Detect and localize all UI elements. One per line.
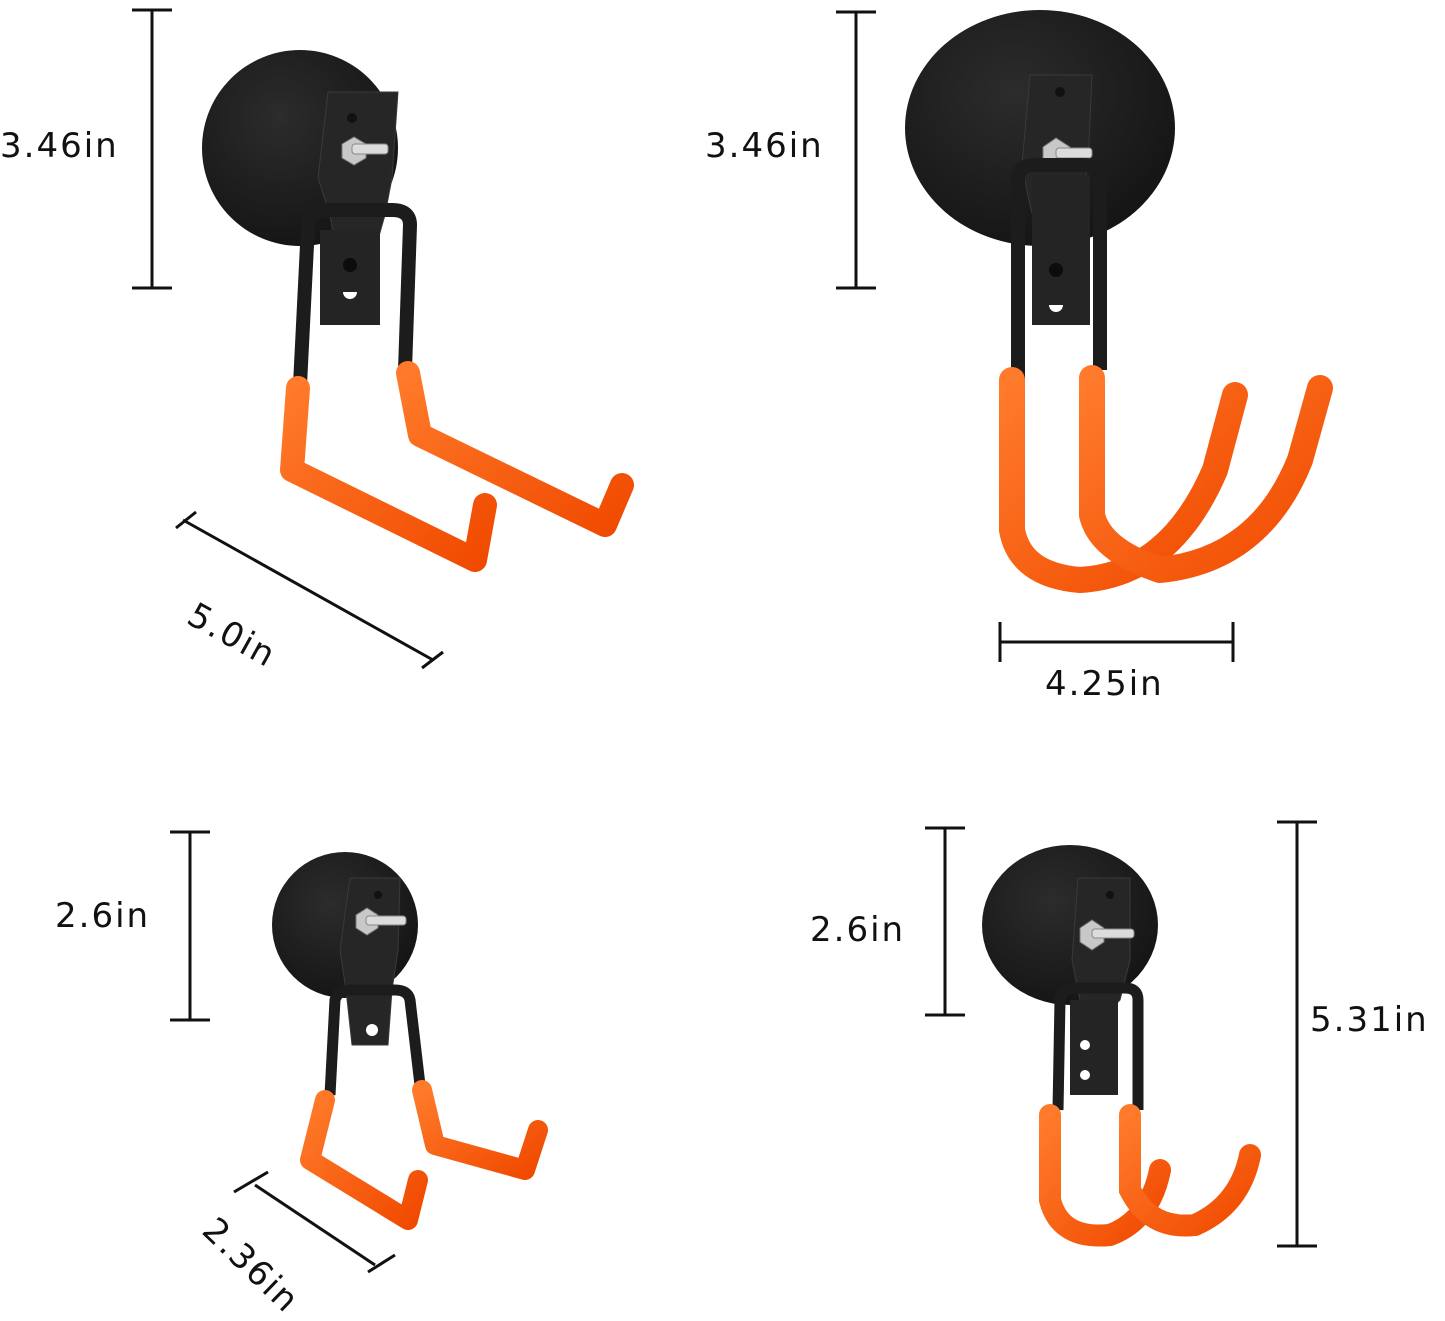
dimension-line-horizontal xyxy=(998,622,1235,662)
hook-arm-icon xyxy=(1039,982,1261,1247)
hook-arm-icon xyxy=(280,203,634,572)
dimension-label-hook-width: 4.25in xyxy=(1045,664,1164,704)
dimension-line-vertical-tall xyxy=(1277,820,1317,1248)
dimension-label-magnet-height: 3.46in xyxy=(705,126,824,166)
dimension-label-magnet-height: 3.46in xyxy=(0,126,119,166)
product-1-large-straight-hook xyxy=(132,8,634,670)
product-2-large-curved-hook xyxy=(836,10,1333,662)
mounting-plate-icon xyxy=(339,877,407,1061)
mounting-plate-icon xyxy=(1021,74,1093,325)
dimension-label-total-height: 5.31in xyxy=(1310,1000,1429,1040)
hook-arm-icon xyxy=(300,984,548,1230)
dimension-line-vertical-short xyxy=(925,826,965,1017)
dimension-line-vertical xyxy=(836,10,876,290)
dimension-label-magnet-height: 2.6in xyxy=(55,896,151,936)
dimension-line-vertical xyxy=(170,830,210,1022)
dimension-line-diagonal xyxy=(233,1170,396,1274)
mounting-plate-icon xyxy=(1070,877,1135,1095)
magnet-disc-icon xyxy=(982,845,1158,1005)
product-4-small-curved-hook xyxy=(925,820,1317,1248)
dimension-label-magnet-height: 2.6in xyxy=(810,910,906,950)
dimension-line-vertical xyxy=(132,8,172,290)
hook-arm-icon xyxy=(999,158,1333,593)
product-3-small-straight-hook xyxy=(170,830,548,1274)
dimension-line-diagonal xyxy=(175,510,444,670)
